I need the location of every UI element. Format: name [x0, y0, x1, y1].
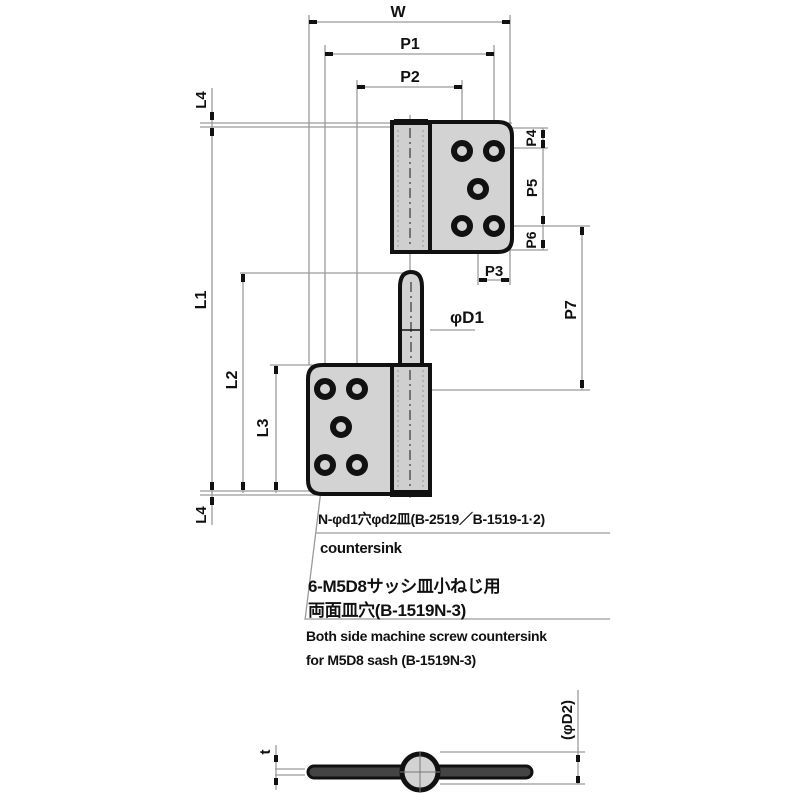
dimension-arrows: [210, 20, 584, 785]
lower-leaf-holes: [314, 378, 368, 476]
dim-label-p4: P4: [523, 129, 539, 146]
dim-label-l1: L1: [193, 291, 210, 310]
dim-label-p6: P6: [523, 231, 539, 248]
hole-spec-jp: N-φd1穴φd2皿(B-2519／B-1519-1·2): [318, 511, 545, 527]
screw-spec-en-line2: for M5D8 sash (B-1519N-3): [306, 652, 476, 668]
dim-label-l4-top: L4: [193, 91, 210, 109]
dimension-lines: [200, 15, 610, 790]
upper-leaf-holes: [451, 140, 505, 237]
dim-label-l4-bottom: L4: [193, 506, 210, 524]
screw-spec-en-line1: Both side machine screw countersink: [306, 628, 547, 644]
dim-label-p5: P5: [524, 179, 541, 197]
dim-label-t: t: [257, 750, 274, 755]
screw-spec-jp-line2: 両面皿穴(B-1519N-3): [308, 601, 466, 620]
dim-label-d2: (φD2): [559, 700, 576, 740]
hinge-pin: [398, 269, 424, 367]
dim-label-l2: L2: [224, 371, 241, 390]
dim-label-p7: P7: [563, 300, 580, 320]
hole-spec-en: countersink: [320, 540, 402, 557]
hinge-side-view: [306, 751, 534, 793]
dim-label-l3: L3: [255, 419, 272, 438]
dim-label-w: W: [390, 4, 406, 21]
dim-label-d1: φD1: [450, 308, 484, 327]
dim-label-p3: P3: [485, 263, 503, 280]
dim-label-p1: P1: [400, 36, 420, 53]
dim-label-p2: P2: [400, 69, 420, 86]
screw-spec-jp-line1: 6-M5D8サッシ皿小ねじ用: [308, 577, 501, 596]
